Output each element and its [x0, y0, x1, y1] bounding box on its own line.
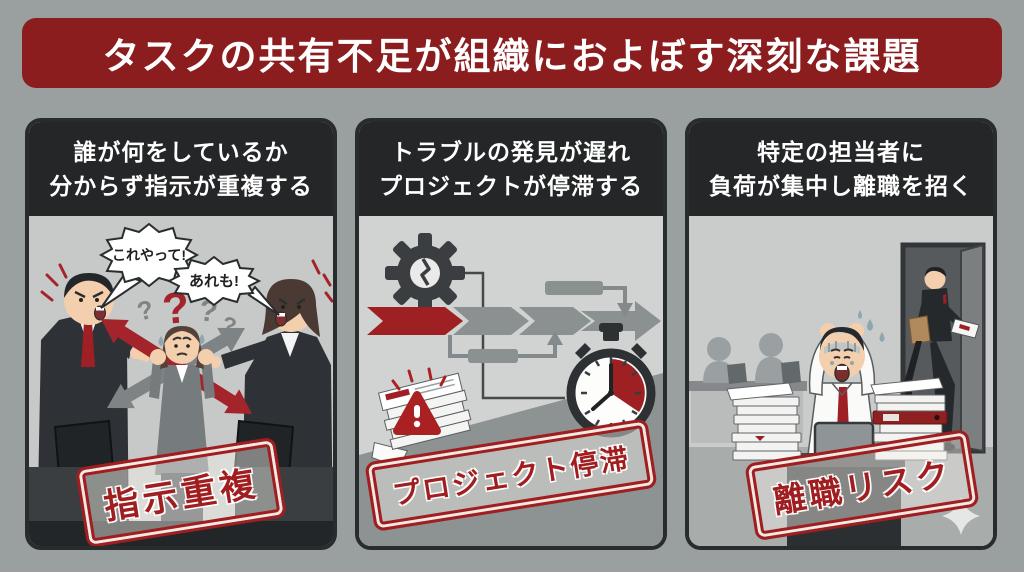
- stopwatch-icon: [566, 323, 656, 438]
- question-mark-4: ?: [219, 311, 240, 340]
- sweat-drops: [858, 310, 885, 342]
- warning-triangle-icon: [391, 367, 447, 435]
- panel3-header: 特定の担当者に 負荷が集中し離職を招く: [689, 122, 993, 216]
- panel1-illustration: ? ? ? ?: [29, 216, 333, 546]
- panel-duplicate-instructions: 誰が何をしているか 分からず指示が重複する: [25, 118, 337, 550]
- crack: [420, 258, 431, 286]
- panel-turnover-risk: 特定の担当者に 負荷が集中し離職を招く: [685, 118, 997, 550]
- question-mark-1: ?: [134, 294, 156, 327]
- alert-dashes: [391, 367, 447, 391]
- sparkle-icon: [942, 497, 980, 535]
- panel1-header: 誰が何をしているか 分からず指示が重複する: [29, 122, 333, 216]
- panel3-illustration: 離職リスク: [689, 216, 993, 546]
- panels-row: 誰が何をしているか 分からず指示が重複する: [25, 118, 997, 550]
- speech-bubble-2-text: あれも!: [189, 273, 239, 290]
- folder: [908, 315, 931, 345]
- page-title: タスクの共有不足が組織におよぼす深刻な課題: [102, 36, 922, 77]
- connector-line: [463, 271, 565, 400]
- door-panel: [960, 243, 984, 453]
- paper-stacks: [726, 377, 948, 461]
- desks-and-laptops: [29, 419, 333, 546]
- panel3-heading-line2: 負荷が集中し離職を招く: [709, 172, 973, 199]
- stressed-employee: [149, 326, 215, 523]
- timeline-segment-red: [367, 307, 463, 335]
- shout-lines-left: [40, 263, 68, 302]
- panel3-heading-line1: 特定の担当者に: [757, 138, 925, 165]
- lower-task-bar: [448, 331, 563, 363]
- panel2-illustration: プロジェクト停滞: [359, 216, 663, 546]
- panel2-header: トラブルの発見が遅れ プロジェクトが停滞する: [359, 122, 663, 216]
- overloaded-worker: [783, 310, 905, 546]
- speech-bubble-1-text: これやって!: [112, 247, 186, 263]
- panel1-scene: ? ? ? ?: [29, 216, 333, 546]
- title-banner: タスクの共有不足が組織におよぼす深刻な課題: [22, 18, 1002, 88]
- question-marks: ? ? ? ?: [134, 283, 239, 340]
- laptop-icon: [781, 361, 801, 384]
- panel2-heading-line2: プロジェクトが停滞する: [379, 172, 643, 199]
- panel1-heading-line2: 分からず指示が重複する: [49, 172, 313, 199]
- speech-bubble-2: [166, 255, 262, 307]
- upper-task-bar: [545, 281, 633, 317]
- panel2-heading-line1: トラブルの発見が遅れ: [391, 138, 631, 165]
- panel1-heading-line1: 誰が何をしているか: [73, 138, 289, 165]
- panel-project-stagnation: トラブルの発見が遅れ プロジェクトが停滞する: [355, 118, 667, 550]
- panel3-scene: [689, 216, 993, 546]
- speech-bubbles: これやって! あれも!: [98, 222, 280, 316]
- shout-lines-right: [311, 259, 333, 303]
- panel2-scene: [359, 216, 663, 546]
- broken-gear-icon: [385, 233, 465, 313]
- laptop-icon: [727, 363, 747, 384]
